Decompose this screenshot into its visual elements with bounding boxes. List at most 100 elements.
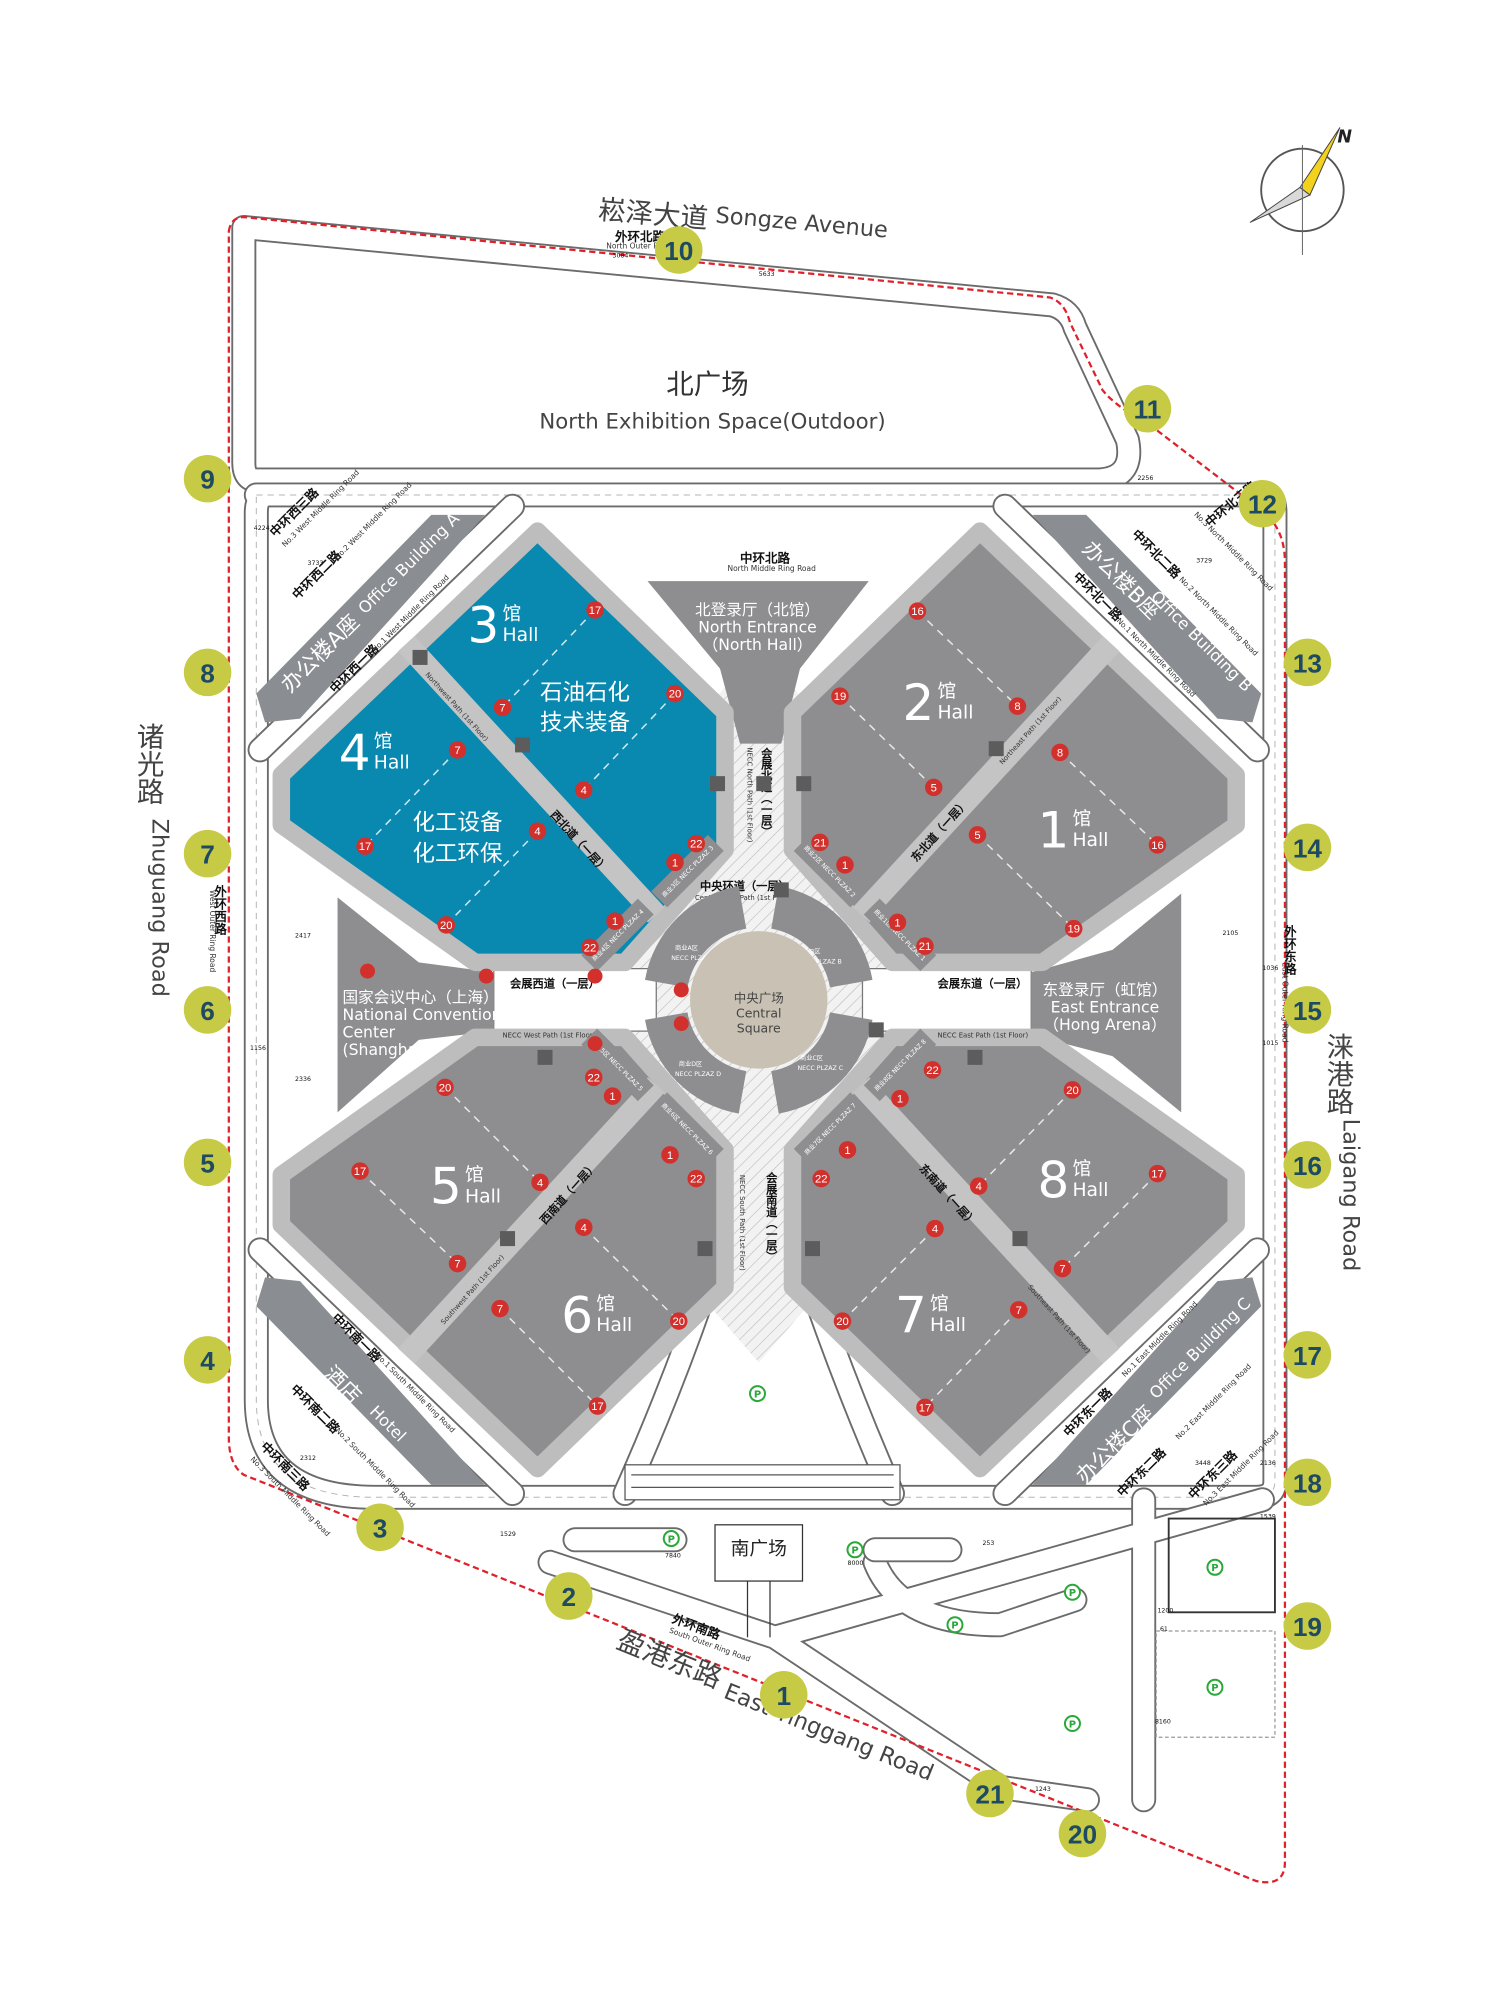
svg-text:4: 4: [200, 1346, 215, 1376]
gate-19[interactable]: 19: [1283, 1602, 1332, 1650]
svg-text:Hall: Hall: [930, 1315, 966, 1336]
gate-13[interactable]: 13: [1283, 638, 1332, 687]
svg-text:（North Hall）: （North Hall）: [703, 636, 813, 654]
gate-4[interactable]: 4: [183, 1336, 232, 1384]
ring-path-label: 中央环道（一层）: [700, 879, 790, 893]
metro-icon: [673, 1016, 689, 1032]
north-entrance-hall[interactable]: 北登录厅（北馆） North Entrance （North Hall）: [647, 581, 869, 744]
door-number: 16: [911, 606, 923, 618]
door-marker: 22: [923, 1061, 942, 1079]
gate-8[interactable]: 8: [183, 648, 232, 697]
door-number: 22: [690, 1174, 702, 1186]
svg-text:2312: 2312: [300, 1455, 316, 1462]
door-marker: 4: [969, 1177, 988, 1195]
svg-text:3: 3: [373, 1513, 388, 1543]
escalator-icon: [796, 776, 812, 792]
gate-7[interactable]: 7: [183, 829, 232, 878]
door-marker: 5: [924, 778, 943, 797]
gate-5[interactable]: 5: [183, 1138, 232, 1187]
gate-20[interactable]: 20: [1058, 1809, 1107, 1858]
door-marker: 17: [586, 601, 604, 619]
svg-text:1539: 1539: [1260, 1514, 1276, 1521]
door-number: 17: [591, 1401, 604, 1413]
door-marker: 19: [831, 687, 849, 705]
svg-text:P: P: [668, 1534, 675, 1545]
door-number: 1: [897, 1094, 903, 1106]
door-number: 1: [667, 1150, 673, 1162]
svg-text:NECC PLZAZ D: NECC PLZAZ D: [675, 1071, 721, 1078]
national-convention-center[interactable]: 国家会议中心（上海） National Convention Center (S…: [337, 897, 502, 1113]
gate-3[interactable]: 3: [356, 1503, 404, 1552]
metro-icon: [587, 968, 603, 984]
door-number: 7: [497, 1304, 503, 1316]
door-number: 17: [359, 841, 372, 853]
gate-15[interactable]: 15: [1283, 986, 1332, 1034]
door-number: 8: [1014, 701, 1020, 713]
svg-text:NECC PLZAZ C: NECC PLZAZ C: [797, 1065, 843, 1072]
metro-icon: [587, 1036, 603, 1052]
gate-6[interactable]: 6: [183, 986, 232, 1034]
svg-text:5: 5: [430, 1158, 462, 1216]
svg-text:（Hong Arena）: （Hong Arena）: [1043, 1016, 1166, 1034]
door-marker: 4: [531, 1173, 549, 1192]
area-numbers: 4224 3733 3084 5633 2256 3729 2417 1156 …: [250, 252, 1278, 1793]
svg-text:Hall: Hall: [596, 1315, 632, 1336]
svg-text:商业C区: 商业C区: [800, 1054, 823, 1062]
door-marker: 1: [661, 1146, 679, 1164]
gate-9[interactable]: 9: [183, 454, 232, 503]
gate-11[interactable]: 11: [1123, 384, 1172, 433]
gate-18[interactable]: 18: [1283, 1458, 1332, 1507]
gate-10[interactable]: 10: [655, 226, 703, 274]
svg-text:16: 16: [1293, 1151, 1322, 1181]
door-number: 17: [919, 1402, 932, 1414]
gate-17[interactable]: 17: [1283, 1331, 1332, 1379]
door-marker: 17: [588, 1397, 607, 1415]
escalator-icon: [868, 1022, 884, 1038]
gate-16[interactable]: 16: [1283, 1141, 1332, 1189]
north-road-en: Songze Avenue: [714, 203, 888, 244]
door-marker: 19: [1064, 919, 1083, 938]
svg-text:化工设备: 化工设备: [413, 810, 503, 836]
door-marker: 22: [812, 1169, 830, 1188]
door-marker: 8: [1051, 743, 1069, 762]
svg-text:Square: Square: [737, 1020, 781, 1035]
svg-text:5: 5: [200, 1148, 215, 1178]
door-number: 4: [932, 1224, 938, 1236]
central-square: 中央广场 Central Square: [690, 931, 828, 1069]
door-number: 5: [974, 830, 980, 842]
svg-text:13: 13: [1293, 648, 1322, 678]
svg-text:3084: 3084: [613, 252, 629, 259]
svg-text:馆: 馆: [1072, 809, 1091, 830]
svg-text:商业B区: 商业B区: [797, 948, 820, 956]
parking-icon: P: [1063, 1715, 1081, 1733]
door-number: 20: [836, 1316, 848, 1328]
door-marker: 7: [1053, 1259, 1072, 1278]
svg-text:P: P: [754, 1389, 761, 1400]
gate-14[interactable]: 14: [1283, 823, 1332, 872]
door-marker: 7: [491, 1299, 509, 1318]
door-marker: 1: [606, 912, 624, 930]
gate-1[interactable]: 1: [759, 1671, 808, 1719]
svg-text:P: P: [1211, 1563, 1218, 1574]
svg-text:馆: 馆: [503, 604, 522, 625]
east-entrance-hall[interactable]: 东登录厅（虹馆） East Entrance （Hong Arena）: [1031, 893, 1182, 1113]
door-number: 22: [588, 1072, 601, 1084]
door-number: 4: [581, 785, 587, 797]
parking-icon: P: [1063, 1583, 1081, 1601]
gate-21[interactable]: 21: [966, 1769, 1014, 1818]
door-number: 20: [439, 1082, 452, 1094]
door-marker: 1: [603, 1087, 622, 1105]
west-path-en: NECC West Path (1st Floor): [503, 1031, 596, 1039]
door-number: 21: [919, 941, 932, 953]
door-number: 20: [1066, 1085, 1079, 1097]
gate-2[interactable]: 2: [545, 1572, 593, 1620]
svg-text:P: P: [1069, 1719, 1076, 1730]
gate-12[interactable]: 12: [1238, 479, 1287, 528]
svg-text:馆: 馆: [930, 1294, 949, 1315]
